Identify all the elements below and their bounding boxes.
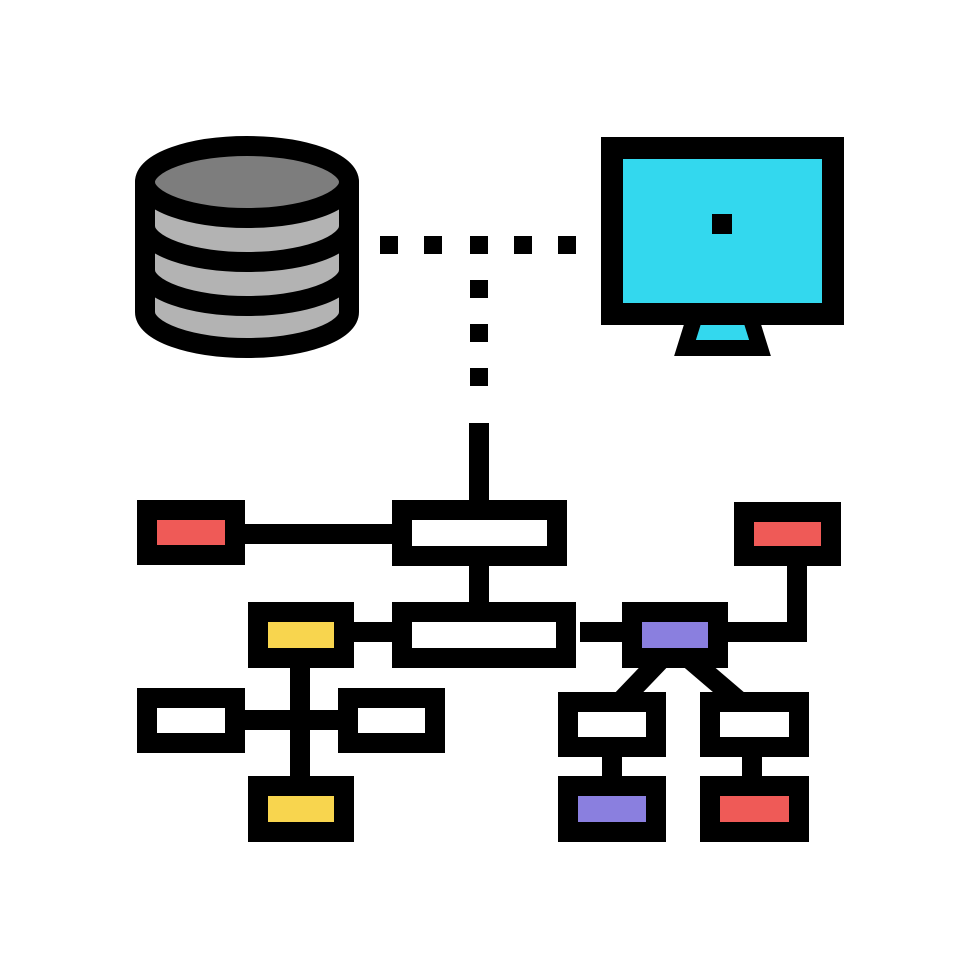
node-yellow-bottom <box>248 776 354 842</box>
node-white-right-a <box>558 692 666 757</box>
connector-dot <box>470 324 488 342</box>
dotted-connector <box>380 236 576 386</box>
connector-dot <box>380 236 398 254</box>
node-red-bottom <box>700 776 809 842</box>
database-band-line-1 <box>135 224 359 272</box>
node-white-right-b <box>700 692 809 757</box>
connector-dot <box>558 236 576 254</box>
node-purple-bottom <box>558 776 666 842</box>
node-red-top-left <box>137 500 245 565</box>
node-purple-right <box>622 602 728 668</box>
node-white-left-center <box>338 688 445 753</box>
database-top <box>135 136 359 228</box>
node-white-far-left <box>137 688 245 753</box>
connector-dot <box>470 280 488 298</box>
node-white-middle <box>392 602 576 668</box>
node-white-top <box>392 500 567 566</box>
tree-nodes <box>137 500 841 842</box>
database-band-line-2 <box>135 268 359 316</box>
node-yellow-left <box>248 602 354 668</box>
monitor-power-dot <box>712 214 732 234</box>
connector-line <box>724 556 807 642</box>
connector-dot <box>424 236 442 254</box>
database-icon <box>135 136 359 358</box>
connector-dot <box>470 368 488 386</box>
node-red-top-right <box>734 502 841 566</box>
monitor-icon <box>601 137 844 356</box>
connector-dot <box>514 236 532 254</box>
connector-dot <box>470 236 488 254</box>
